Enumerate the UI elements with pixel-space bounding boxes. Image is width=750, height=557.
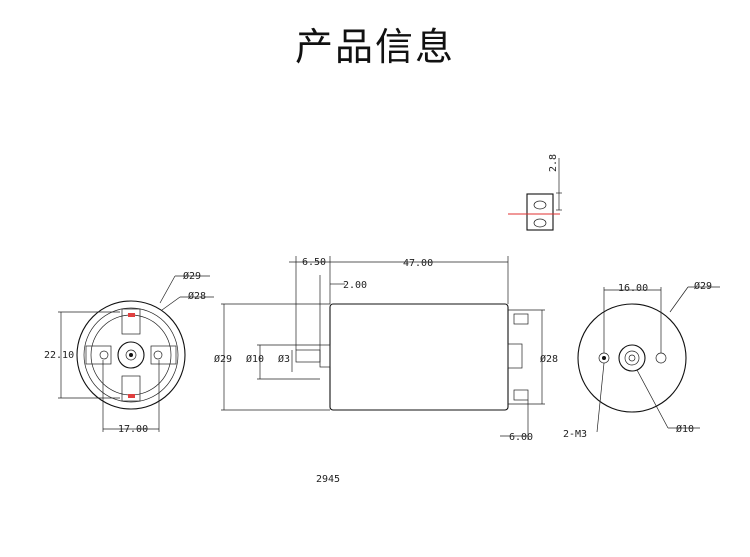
- dim-d29-left: Ø29: [183, 270, 201, 282]
- dim-d28-left: Ø28: [188, 290, 206, 302]
- dim-2-m3: 2-M3: [563, 429, 587, 440]
- dim-d3-side: Ø3: [278, 353, 290, 365]
- dim-16-00: 16.00: [618, 283, 648, 294]
- dim-d29-right: Ø29: [694, 280, 712, 292]
- dim-d10-side: Ø10: [246, 353, 264, 365]
- rear-view-right: 16.00 Ø29 2-M3 Ø10: [563, 280, 720, 440]
- model-label: 2945: [316, 474, 340, 485]
- dim-2-8: 2.8: [548, 154, 559, 172]
- front-view-left: Ø29 Ø28 22.10 17.00: [44, 270, 214, 435]
- dim-d10-right: Ø10: [676, 423, 694, 435]
- page-title: 产品信息: [294, 25, 455, 69]
- dim-47-00: 47.00: [403, 258, 433, 269]
- dim-d28-side: Ø28: [540, 353, 558, 365]
- dim-17-00: 17.00: [118, 424, 148, 435]
- dim-d29-side: Ø29: [214, 353, 232, 365]
- dim-6-50: 6.50: [302, 257, 326, 268]
- dim-2-00: 2.00: [343, 280, 367, 291]
- dim-22-10: 22.10: [44, 350, 74, 361]
- dim-6-00: 6.00: [509, 432, 533, 443]
- side-view: Ø29 Ø10 Ø3 Ø28 6.50 47.00 2.00 6.00: [214, 256, 558, 443]
- terminal-detail: 2.8: [508, 154, 562, 231]
